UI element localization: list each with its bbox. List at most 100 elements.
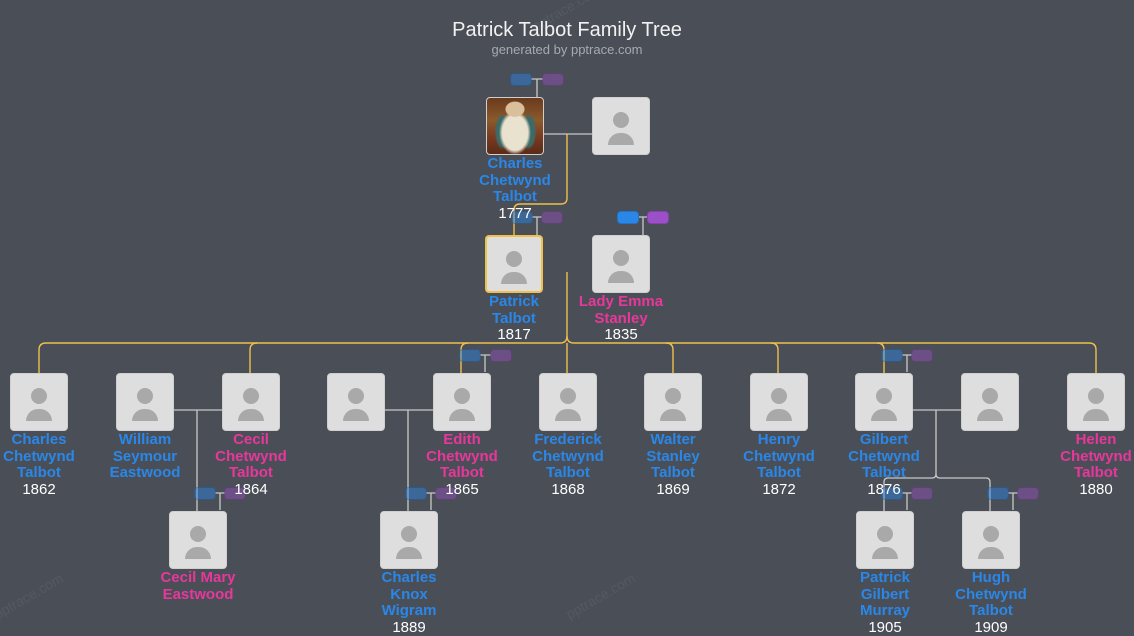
expand-mother-toggle[interactable]: [490, 349, 512, 362]
person-node[interactable]: Patrick Gilbert Murray 1905: [856, 511, 914, 635]
person-label[interactable]: Patrick Gilbert Murray 1905: [830, 569, 940, 636]
person-node[interactable]: [961, 373, 1019, 431]
birth-year: 1880: [1079, 480, 1113, 498]
person-node-selected[interactable]: Patrick Talbot 1817: [485, 235, 543, 343]
person-avatar[interactable]: [592, 97, 650, 155]
expand-mother-toggle[interactable]: [541, 211, 563, 224]
person-avatar[interactable]: [327, 373, 385, 431]
person-avatar[interactable]: [539, 373, 597, 431]
expand-mother-toggle[interactable]: [435, 487, 457, 500]
person-node[interactable]: Edith Chetwynd Talbot 1865: [426, 373, 498, 497]
person-node[interactable]: Frederick Chetwynd Talbot 1868: [532, 373, 604, 497]
person-node[interactable]: Hugh Chetwynd Talbot 1909: [955, 511, 1027, 635]
person-node[interactable]: Walter Stanley Talbot 1869: [644, 373, 702, 497]
expand-father-toggle[interactable]: [881, 487, 903, 500]
person-node[interactable]: Cecil Chetwynd Talbot 1864: [215, 373, 287, 497]
person-avatar[interactable]: [485, 235, 543, 293]
person-avatar[interactable]: [10, 373, 68, 431]
person-photo[interactable]: [486, 97, 544, 155]
person-avatar[interactable]: [1067, 373, 1125, 431]
person-avatar[interactable]: [380, 511, 438, 569]
person-node[interactable]: Charles Knox Wigram 1889: [380, 511, 438, 635]
person-icon-body: [608, 133, 634, 145]
person-node[interactable]: Charles Chetwynd Talbot 1777: [479, 97, 551, 221]
person-avatar[interactable]: [116, 373, 174, 431]
person-node[interactable]: Charles Chetwynd Talbot 1862: [3, 373, 75, 497]
person-node[interactable]: [327, 373, 385, 431]
person-icon: [982, 388, 998, 404]
person-icon: [983, 526, 999, 542]
person-label[interactable]: Lady Emma Stanley 1835: [566, 293, 676, 344]
expand-mother-toggle[interactable]: [647, 211, 669, 224]
page-title: Patrick Talbot Family Tree: [452, 19, 682, 41]
person-node[interactable]: [592, 97, 650, 155]
person-icon: [190, 526, 206, 542]
expand-mother-toggle[interactable]: [1017, 487, 1039, 500]
person-avatar[interactable]: [750, 373, 808, 431]
expand-father-toggle[interactable]: [511, 211, 533, 224]
person-avatar[interactable]: [169, 511, 227, 569]
person-avatar[interactable]: [433, 373, 491, 431]
person-label[interactable]: Charles Knox Wigram 1889: [354, 569, 464, 636]
expand-father-toggle[interactable]: [405, 487, 427, 500]
expand-mother-toggle[interactable]: [542, 73, 564, 86]
birth-year: 1869: [656, 480, 690, 498]
person-icon-body: [1083, 409, 1109, 421]
person-icon: [876, 388, 892, 404]
person-label[interactable]: Gilbert Chetwynd Talbot 1876: [829, 431, 939, 498]
person-node[interactable]: Henry Chetwynd Talbot 1872: [743, 373, 815, 497]
birth-year: 1865: [445, 480, 479, 498]
person-icon: [506, 251, 522, 267]
person-icon: [560, 388, 576, 404]
person-icon-body: [238, 409, 264, 421]
person-avatar[interactable]: [855, 373, 913, 431]
person-label[interactable]: Patrick Talbot 1817: [459, 293, 569, 344]
expand-father-toggle[interactable]: [194, 487, 216, 500]
person-node[interactable]: William Seymour Eastwood: [110, 373, 180, 481]
person-label[interactable]: Charles Chetwynd Talbot 1862: [0, 431, 94, 498]
person-label[interactable]: Cecil Chetwynd Talbot 1864: [196, 431, 306, 498]
person-icon: [137, 388, 153, 404]
birth-year: 1889: [392, 618, 426, 636]
person-label[interactable]: Cecil Mary Eastwood: [160, 569, 236, 603]
person-icon-body: [501, 272, 527, 284]
person-icon: [613, 112, 629, 128]
person-icon-body: [343, 409, 369, 421]
person-icon-body: [872, 547, 898, 559]
expand-father-toggle[interactable]: [881, 349, 903, 362]
expand-mother-toggle[interactable]: [911, 349, 933, 362]
birth-year: 1864: [234, 480, 268, 498]
person-icon-body: [608, 271, 634, 283]
person-avatar[interactable]: [592, 235, 650, 293]
person-label[interactable]: Walter Stanley Talbot 1869: [618, 431, 728, 498]
person-label[interactable]: Frederick Chetwynd Talbot 1868: [513, 431, 623, 498]
person-avatar[interactable]: [222, 373, 280, 431]
person-avatar[interactable]: [961, 373, 1019, 431]
person-node[interactable]: Helen Chetwynd Talbot 1880: [1060, 373, 1132, 497]
person-avatar[interactable]: [644, 373, 702, 431]
person-label[interactable]: Charles Chetwynd Talbot 1777: [460, 155, 570, 222]
birth-year: 1777: [498, 204, 532, 222]
person-icon-body: [132, 409, 158, 421]
birth-year: 1872: [762, 480, 796, 498]
expand-mother-toggle[interactable]: [911, 487, 933, 500]
person-avatar[interactable]: [856, 511, 914, 569]
expand-father-toggle[interactable]: [987, 487, 1009, 500]
expand-father-toggle[interactable]: [459, 349, 481, 362]
person-label[interactable]: William Seymour Eastwood: [109, 431, 181, 481]
person-icon-body: [555, 409, 581, 421]
person-icon-body: [871, 409, 897, 421]
expand-mother-toggle[interactable]: [224, 487, 246, 500]
expand-father-toggle[interactable]: [510, 73, 532, 86]
person-label[interactable]: Henry Chetwynd Talbot 1872: [724, 431, 834, 498]
person-label[interactable]: Edith Chetwynd Talbot 1865: [407, 431, 517, 498]
expand-father-toggle[interactable]: [617, 211, 639, 224]
person-label[interactable]: Hugh Chetwynd Talbot 1909: [936, 569, 1046, 636]
person-avatar[interactable]: [962, 511, 1020, 569]
person-node[interactable]: Cecil Mary Eastwood: [160, 511, 236, 602]
person-label[interactable]: Helen Chetwynd Talbot 1880: [1041, 431, 1134, 498]
person-node[interactable]: Lady Emma Stanley 1835: [579, 235, 663, 343]
person-node[interactable]: Gilbert Chetwynd Talbot 1876: [848, 373, 920, 497]
person-icon: [1088, 388, 1104, 404]
